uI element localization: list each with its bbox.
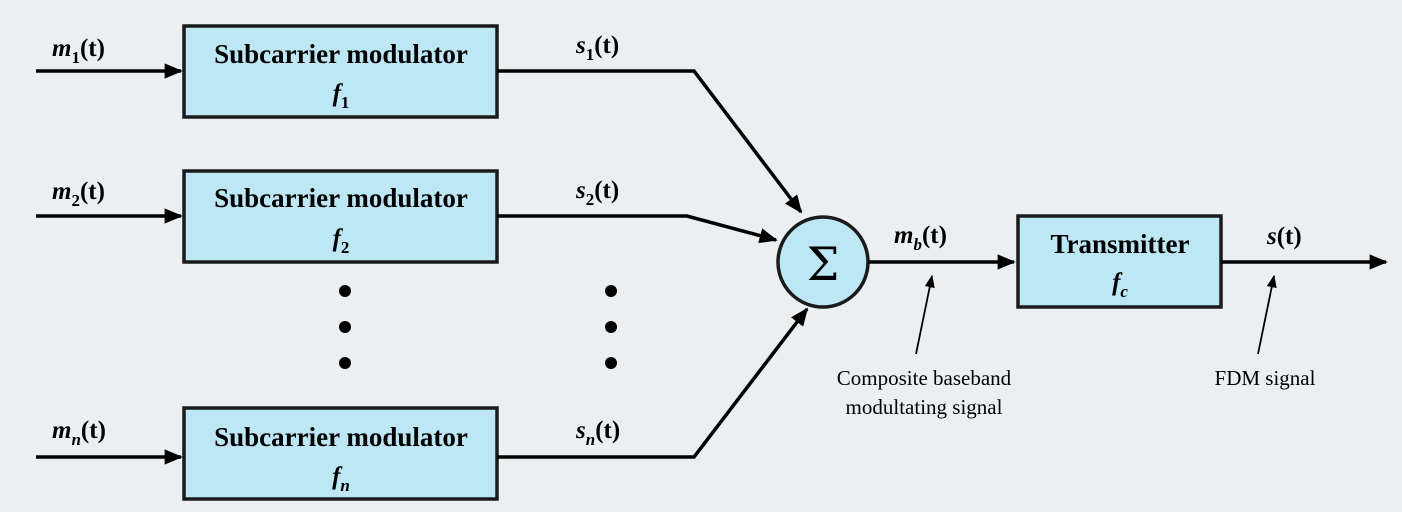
transmitter-box bbox=[1016, 214, 1223, 309]
input-label-n: mn(t) bbox=[52, 417, 106, 449]
transmitter-freq: fc bbox=[1112, 269, 1128, 301]
summer-node: Σ bbox=[776, 215, 870, 309]
ellipsis-dots-right bbox=[605, 285, 617, 369]
output-signal-label: s(t) bbox=[1266, 223, 1302, 250]
transmitter-title: Transmitter bbox=[1051, 229, 1190, 259]
output-label-n: sn(t) bbox=[575, 417, 620, 449]
modulator-freq-2: f2 bbox=[333, 225, 350, 257]
output-label-1: s1(t) bbox=[575, 32, 619, 64]
modulator-2: m2(t) Subcarrier modulator f2 s2(t) bbox=[36, 169, 778, 264]
output-pointer bbox=[1257, 274, 1277, 355]
modulator-box-1 bbox=[182, 24, 499, 119]
ellipsis-dots-left bbox=[339, 285, 351, 369]
modulator-freq-n: fn bbox=[332, 463, 350, 495]
modulator-freq-1: f1 bbox=[333, 80, 350, 112]
sigma-symbol: Σ bbox=[807, 237, 840, 291]
composite-signal: mb(t) Composite baseband modultating sig… bbox=[837, 222, 1016, 419]
modulator-box-n bbox=[182, 406, 499, 501]
modulator-title-2: Subcarrier modulator bbox=[214, 183, 468, 213]
composite-label: mb(t) bbox=[894, 222, 947, 254]
output-label-2: s2(t) bbox=[575, 177, 619, 209]
output-arrow-1 bbox=[497, 69, 803, 214]
modulator-n: mn(t) Subcarrier modulator fn sn(t) bbox=[36, 307, 809, 501]
composite-pointer bbox=[915, 274, 935, 355]
composite-note-line-1: Composite baseband bbox=[837, 366, 1012, 390]
fdm-output: s(t) FDM signal bbox=[1215, 223, 1388, 390]
modulator-title-n: Subcarrier modulator bbox=[214, 422, 468, 452]
output-arrow-n bbox=[497, 307, 809, 459]
input-label-1: m1(t) bbox=[52, 35, 105, 67]
output-arrow-2 bbox=[497, 214, 778, 244]
output-note: FDM signal bbox=[1215, 366, 1316, 390]
modulator-title-1: Subcarrier modulator bbox=[214, 39, 468, 69]
input-label-2: m2(t) bbox=[52, 178, 105, 210]
modulator-1: m1(t) Subcarrier modulator f1 s1(t) bbox=[36, 24, 803, 214]
transmitter: Transmitter fc bbox=[1016, 214, 1223, 309]
composite-note-line-2: modultating signal bbox=[846, 395, 1003, 419]
